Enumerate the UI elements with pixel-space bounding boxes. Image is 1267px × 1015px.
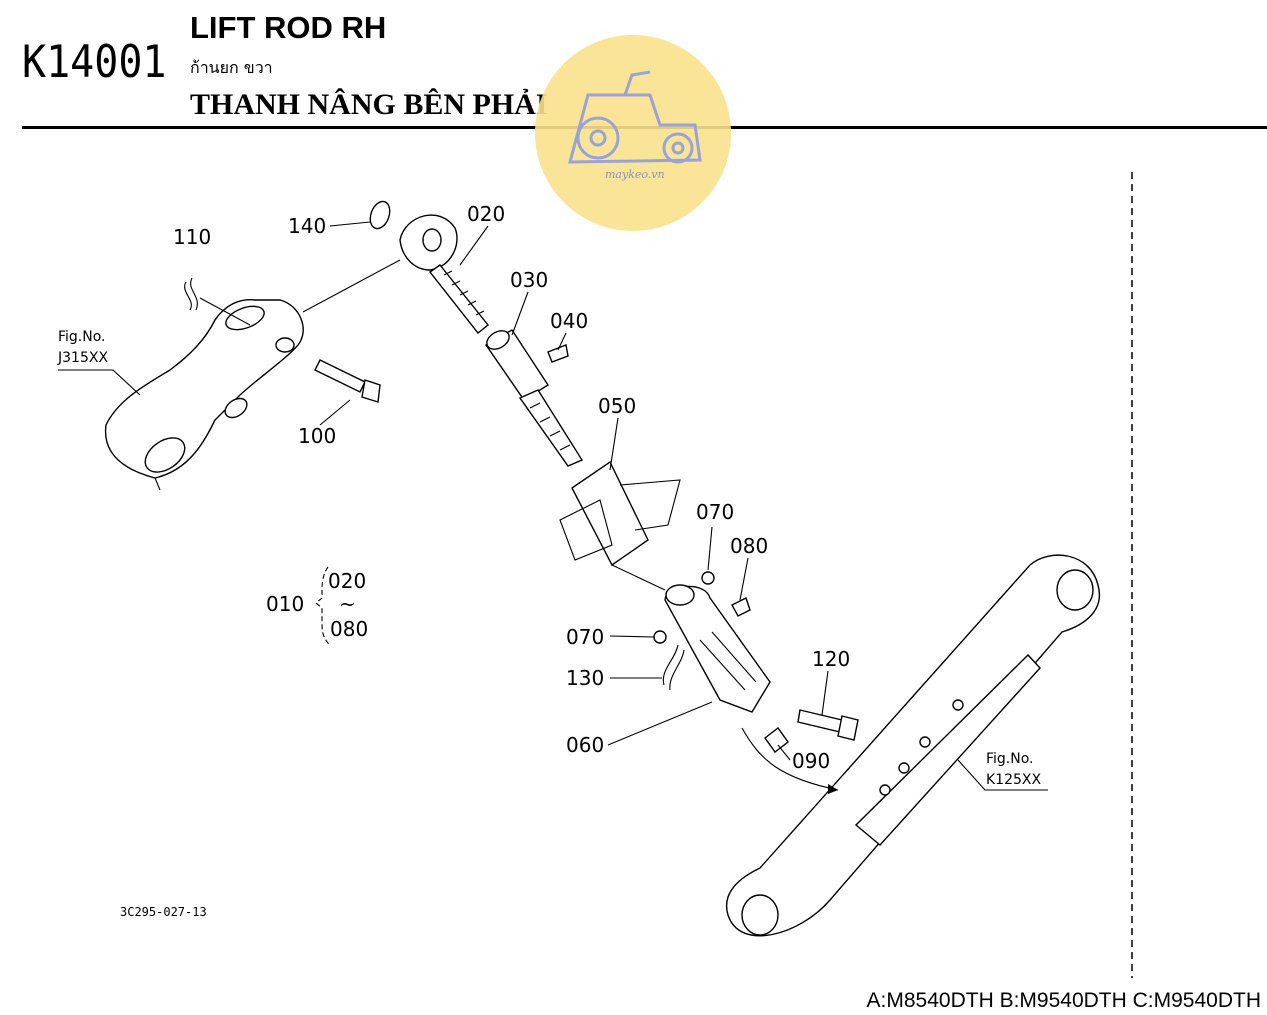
- leader-120: [821, 670, 829, 716]
- grease-nipple-040-part: [547, 344, 569, 363]
- holder-050-part: [559, 460, 681, 567]
- callout-030: 030: [510, 268, 548, 292]
- callout-100: 100: [298, 424, 336, 448]
- callout-080: 080: [730, 534, 768, 558]
- leader-030: [511, 291, 529, 336]
- callout-110: 110: [173, 225, 211, 249]
- callout-040: 040: [550, 309, 588, 333]
- washer-140-part: [369, 200, 391, 230]
- watermark-text: maykeo.vn: [605, 168, 665, 181]
- connector-050-060: [611, 564, 666, 591]
- assembly-number: 010: [266, 592, 304, 616]
- bolt-070b-part: [653, 630, 667, 644]
- callout-060: 060: [566, 733, 604, 757]
- leader-100: [319, 399, 351, 426]
- model-applicability: A:M8540DTH B:M9540DTH C:M9540DTH: [866, 989, 1261, 1012]
- lower-link-part: [725, 554, 1101, 937]
- assembly-from: 020: [328, 569, 366, 593]
- fig-ref-right-label: Fig.No.: [986, 751, 1034, 767]
- leader-060: [607, 701, 713, 746]
- drawing-number: 3C295-027-13: [120, 905, 207, 919]
- callout-070-lower: 070: [566, 625, 604, 649]
- tractor-icon: [568, 70, 702, 164]
- callout-020: 020: [467, 202, 505, 226]
- callout-070-upper: 070: [696, 500, 734, 524]
- clip-130-part: [662, 644, 685, 691]
- title-thai: ก้านยก ขวา: [190, 58, 273, 77]
- nut-090-part: [764, 727, 789, 753]
- yoke-060-part: [664, 584, 771, 713]
- leader-040: [557, 332, 567, 351]
- fig-ref-left-label: Fig.No.: [58, 329, 106, 345]
- fig-ref-right-code: K125XX: [986, 772, 1041, 788]
- part-section-code: K14001: [22, 36, 167, 89]
- title-english: LIFT ROD RH: [190, 10, 387, 45]
- callout-120: 120: [812, 647, 850, 671]
- leader-080: [739, 557, 749, 601]
- callout-130: 130: [566, 666, 604, 690]
- pin-100-part: [314, 359, 381, 403]
- rod-end-020-part: [399, 214, 489, 334]
- nipple-080-part: [731, 597, 751, 617]
- assembly-tilde: ~: [339, 592, 356, 616]
- clip-pin-110-part: [184, 277, 198, 311]
- leader-140: [329, 221, 371, 227]
- leader-070b: [609, 635, 655, 638]
- connector-arc: [741, 727, 839, 791]
- fig-ref-left-code: J315XX: [57, 350, 108, 366]
- pin-120-part: [797, 709, 859, 741]
- callout-090: 090: [792, 749, 830, 773]
- assembly-to: 080: [330, 617, 368, 641]
- callout-140: 140: [288, 214, 326, 238]
- watermark-logo: maykeo.vn: [535, 35, 731, 231]
- leader-050: [609, 417, 619, 471]
- callout-050: 050: [598, 394, 636, 418]
- leader-fig-right: [957, 759, 1048, 791]
- lift-arm-part: [104, 298, 304, 491]
- arrowhead: [828, 784, 838, 794]
- connector-line: [302, 259, 401, 313]
- leader-fig-left: [58, 369, 141, 396]
- turnbuckle-030-part: [484, 329, 584, 467]
- bolt-070a-part: [701, 571, 715, 585]
- leader-020: [459, 225, 489, 266]
- title-vietnamese: THANH NÂNG BÊN PHẢI: [190, 88, 548, 121]
- leader-070a: [707, 526, 713, 571]
- leader-110: [199, 297, 251, 326]
- leader-090: [777, 744, 791, 761]
- assembly-bracket: [315, 566, 331, 646]
